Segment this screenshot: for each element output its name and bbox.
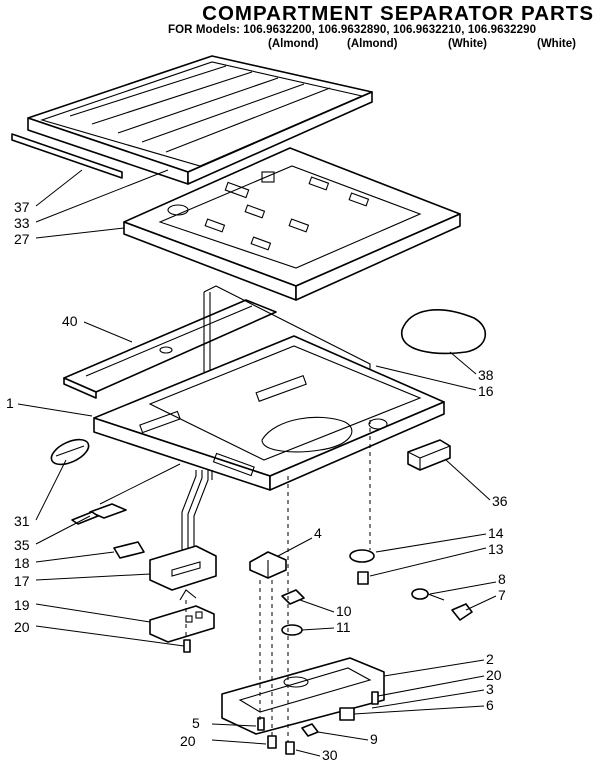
model-color-1: (Almond) (268, 38, 319, 50)
cap-part (281, 589, 305, 605)
callout-5: 5 (192, 715, 200, 731)
clip-part (411, 588, 445, 601)
callout-31: 31 (14, 513, 30, 529)
washer-part (281, 624, 303, 636)
damper-bracket-part (249, 551, 287, 579)
callout-20-right: 20 (486, 667, 502, 683)
wire-harness (99, 463, 213, 560)
callout-1: 1 (6, 395, 14, 411)
leader-lines (17, 169, 497, 757)
shelf-grille-part (11, 55, 373, 185)
page-title: COMPARTMENT SEPARATOR PARTS (202, 2, 594, 25)
callout-16: 16 (478, 383, 494, 399)
header: COMPARTMENT SEPARATOR PARTS FOR Models: … (0, 0, 608, 52)
callout-2: 2 (486, 651, 494, 667)
callout-35: 35 (14, 537, 30, 553)
callout-6: 6 (486, 697, 494, 713)
callout-7: 7 (498, 587, 506, 603)
callout-3: 3 (486, 681, 494, 697)
callout-8: 8 (498, 571, 506, 587)
callout-33: 33 (14, 215, 30, 231)
callout-20-left: 20 (14, 619, 30, 635)
callout-27: 27 (14, 231, 30, 247)
callout-10: 10 (336, 603, 352, 619)
model-color-2: (Almond) (347, 38, 398, 50)
gasket-part (401, 309, 486, 355)
callout-labels: 37 33 27 40 1 38 16 36 31 35 18 17 19 20… (6, 199, 508, 763)
separator-pan-part (123, 147, 461, 301)
callout-20-bottom: 20 (180, 733, 196, 749)
grommet-part (349, 549, 375, 563)
model-color-4: (White) (537, 38, 576, 50)
block-part (407, 439, 451, 471)
divider-plate-part (63, 299, 277, 399)
switch-part (149, 589, 215, 643)
callout-38: 38 (478, 367, 494, 383)
nut-part (301, 723, 319, 737)
callout-17: 17 (14, 573, 30, 589)
bracket-part (71, 503, 127, 525)
callout-36: 36 (492, 493, 508, 509)
callout-11: 11 (336, 619, 351, 635)
callout-40: 40 (62, 313, 78, 329)
base-tray-part (221, 657, 385, 735)
connector-part (339, 707, 355, 721)
separator-panel-part (93, 335, 445, 491)
models-line: FOR Models: 106.9632200, 106.9632890, 10… (168, 24, 537, 36)
callout-19: 19 (14, 597, 30, 613)
callout-13: 13 (488, 541, 504, 557)
callout-4: 4 (314, 525, 322, 541)
cam-part (451, 603, 473, 621)
housing-part (149, 545, 217, 591)
model-color-3: (White) (448, 38, 487, 50)
callout-14: 14 (488, 525, 504, 541)
alignment-lines (185, 420, 371, 742)
callout-18: 18 (14, 555, 30, 571)
callout-9: 9 (370, 731, 378, 747)
callout-37: 37 (14, 199, 30, 215)
callout-30: 30 (322, 747, 338, 763)
screw-part-13 (357, 571, 369, 585)
pad-part (113, 541, 145, 559)
knob-part (50, 438, 90, 466)
